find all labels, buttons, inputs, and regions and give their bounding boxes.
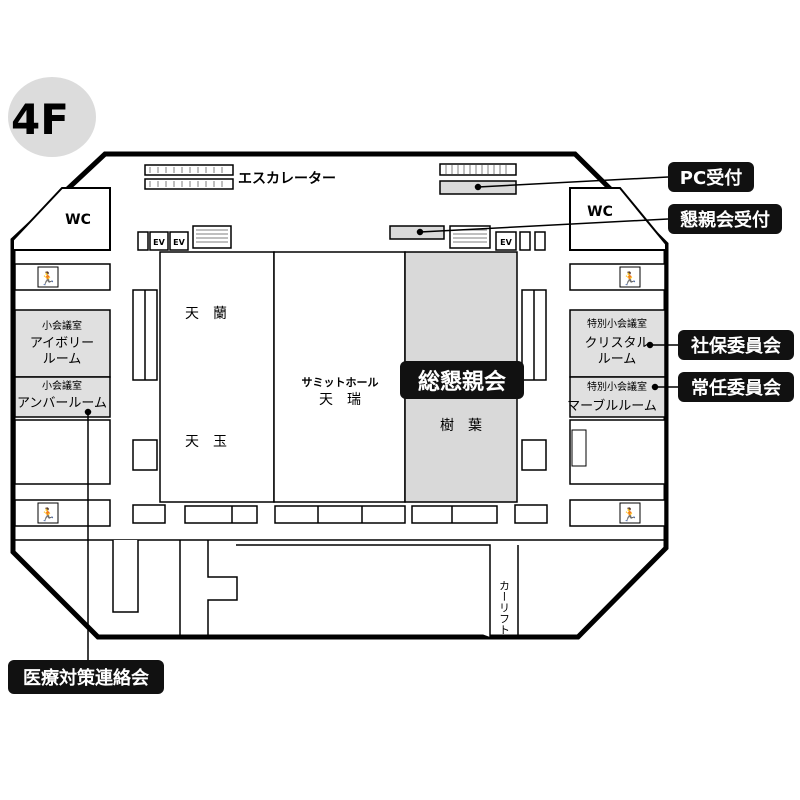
hall-jyuyo-label: 樹 葉 (440, 418, 482, 434)
side-storage-left (132, 289, 166, 524)
room-crystal: 特別小会議室 クリスタル ルーム (569, 309, 666, 378)
ev-label-2: EV (173, 238, 185, 247)
callout-social-reception-text: 懇親会受付 (680, 209, 770, 231)
room-amber: 小会議室 アンバールーム (14, 376, 111, 418)
ev-label-1: EV (153, 238, 165, 247)
hall-tenzui-label: 天 瑞 (319, 392, 361, 408)
callout-leaders (84, 176, 678, 660)
callout-shaho-committee: 社保委員会 (678, 330, 794, 360)
room-ivory-name-1: アイボリー (30, 336, 94, 351)
hall-tengyoku-label: 天 玉 (185, 434, 227, 450)
room-marble: 特別小会議室 マーブルルーム (567, 376, 666, 418)
escalator-label: エスカレーター (238, 171, 336, 187)
floor-badge: 4F (8, 77, 96, 157)
ev-label-3: EV (500, 238, 512, 247)
room-crystal-type: 特別小会議室 (587, 317, 647, 330)
car-lift-label: カーリフト (498, 580, 511, 635)
room-left-blank (14, 419, 111, 485)
room-marble-type: 特別小会議室 (587, 380, 647, 393)
hall-tenran-tengyoku: 天 蘭 天 玉 (159, 251, 275, 503)
wc-right-label: WC (587, 204, 613, 220)
elevators-right: EV (449, 225, 546, 251)
callout-standing-committee: 常任委員会 (678, 372, 794, 402)
hall-tenran-label: 天 蘭 (185, 306, 227, 322)
escalator: エスカレーター (144, 164, 336, 190)
room-marble-name: マーブルルーム (567, 398, 657, 414)
callout-social-main-text: 総懇親会 (418, 369, 506, 395)
lower-structure (13, 539, 666, 637)
floor-badge-number: 4F (11, 95, 69, 144)
wc-right: WC (569, 187, 667, 251)
room-ivory: 小会議室 アイボリー ルーム (14, 309, 111, 378)
stair-top-right (439, 163, 517, 176)
svg-text:🏃: 🏃 (622, 271, 638, 287)
room-ivory-type: 小会議室 (42, 319, 82, 332)
wc-left-label: WC (65, 212, 91, 228)
summit-hall-label: サミットホール (302, 376, 379, 389)
wc-left: WC (12, 187, 111, 251)
room-crystal-name-1: クリスタル (584, 336, 649, 351)
room-amber-type: 小会議室 (42, 379, 82, 392)
stair-left-top: 🏃 (14, 263, 111, 291)
room-ivory-name-2: ルーム (43, 352, 82, 367)
callout-pc-reception: PC受付 (668, 162, 754, 192)
callout-medical-liaison-text: 医療対策連絡会 (23, 667, 149, 689)
callout-social-reception: 懇親会受付 (668, 204, 782, 234)
callout-pc-reception-text: PC受付 (680, 167, 742, 189)
svg-text:🏃: 🏃 (622, 507, 638, 523)
svg-text:🏃: 🏃 (40, 507, 56, 523)
room-right-inner (571, 429, 587, 467)
room-crystal-name-2: ルーム (598, 352, 637, 367)
side-storage-right (514, 289, 548, 524)
callout-standing-committee-text: 常任委員会 (691, 377, 781, 399)
room-amber-name: アンバールーム (17, 396, 107, 411)
stair-right-bottom: 🏃 (569, 499, 666, 527)
callout-social-main: 総懇親会 (400, 361, 524, 399)
stair-right-top: 🏃 (569, 263, 666, 291)
callout-medical-liaison: 医療対策連絡会 (8, 660, 164, 694)
stair-left-bottom: 🏃 (14, 499, 111, 527)
elevators-left: EV EV (137, 225, 232, 251)
bottom-partitions (184, 505, 498, 524)
callout-shaho-committee-text: 社保委員会 (691, 335, 781, 357)
hall-tenzui: サミットホール 天 瑞 (273, 251, 406, 503)
svg-text:🏃: 🏃 (40, 271, 56, 287)
